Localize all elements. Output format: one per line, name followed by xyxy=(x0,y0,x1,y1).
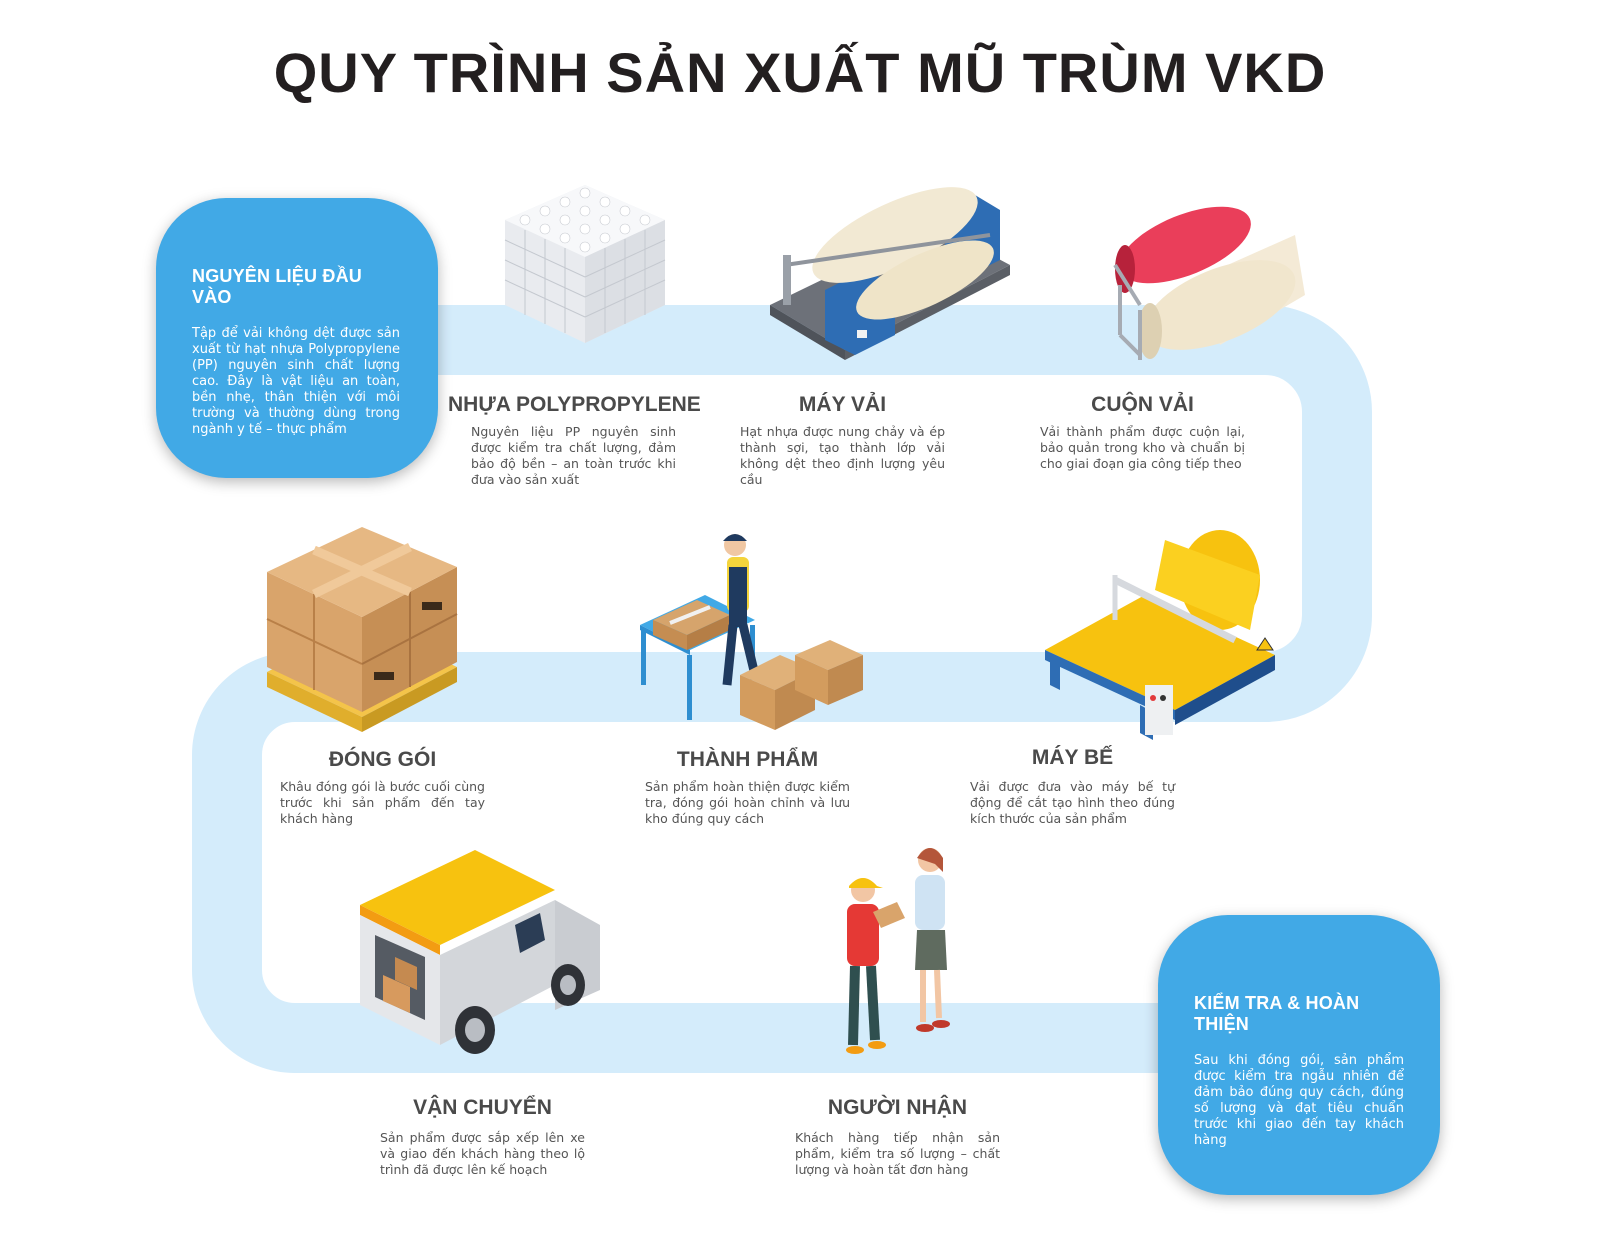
step-text: Khách hàng tiếp nhận sản phẩm, kiểm tra … xyxy=(795,1130,1000,1177)
worker-packing-icon xyxy=(640,534,863,730)
step-title: NHỰA POLYPROPYLENE xyxy=(448,393,701,416)
step-title: CUỘN VẢI xyxy=(1091,393,1194,416)
step-text: Vải được đưa vào máy bế tự động để cắt t… xyxy=(970,779,1175,826)
delivery-truck-icon xyxy=(360,850,600,1054)
outro-heading: KIỂM TRA & HOÀN THIỆN xyxy=(1194,993,1360,1034)
intro-heading: NGUYÊN LIỆU ĐẦU VÀO xyxy=(192,266,363,307)
step-text: Sản phẩm hoàn thiện được kiểm tra, đóng … xyxy=(645,779,850,826)
step-text: Hạt nhựa được nung chảy và ép thành sợi,… xyxy=(740,424,945,487)
step-title: MÁY BẾ xyxy=(1031,746,1114,769)
step-title: VẬN CHUYỂN xyxy=(413,1096,552,1119)
boxes-pallet-icon xyxy=(266,527,458,732)
step-text: Nguyên liệu PP nguyên sinh được kiểm tra… xyxy=(471,424,676,487)
step-title: THÀNH PHẨM xyxy=(676,748,819,771)
step-text: Khâu đóng gói là bước cuối cùng trước kh… xyxy=(280,779,485,826)
page-title: QUY TRÌNH SẢN XUẤT MŨ TRÙM VKD xyxy=(273,41,1327,104)
recipient-handover-icon xyxy=(846,848,950,1054)
step-text: Sản phẩm được sắp xếp lên xe và giao đến… xyxy=(380,1130,585,1177)
step-title: MÁY VẢI xyxy=(798,393,887,416)
outro-bubble: KIỂM TRA & HOÀN THIỆN Sau khi đóng gói, … xyxy=(1158,915,1440,1195)
fabric-machine-icon xyxy=(770,187,1010,360)
intro-bubble: NGUYÊN LIỆU ĐẦU VÀO Tập để vải không dệt… xyxy=(156,198,438,478)
step-title: NGƯỜI NHẬN xyxy=(827,1096,968,1119)
outro-text: Sau khi đóng gói, sản phẩm được kiểm tra… xyxy=(1194,1053,1404,1148)
step-title: ĐÓNG GÓI xyxy=(328,748,437,771)
intro-text: Tập để vải không dệt được sản xuất từ hạ… xyxy=(192,326,400,437)
step-text: Vải thành phẩm được cuộn lại, bảo quản t… xyxy=(1040,424,1245,471)
fabric-rolls-icon xyxy=(1113,206,1305,360)
die-cutting-machine-icon xyxy=(1045,530,1275,740)
plastic-pellet-cube-icon xyxy=(504,185,666,343)
